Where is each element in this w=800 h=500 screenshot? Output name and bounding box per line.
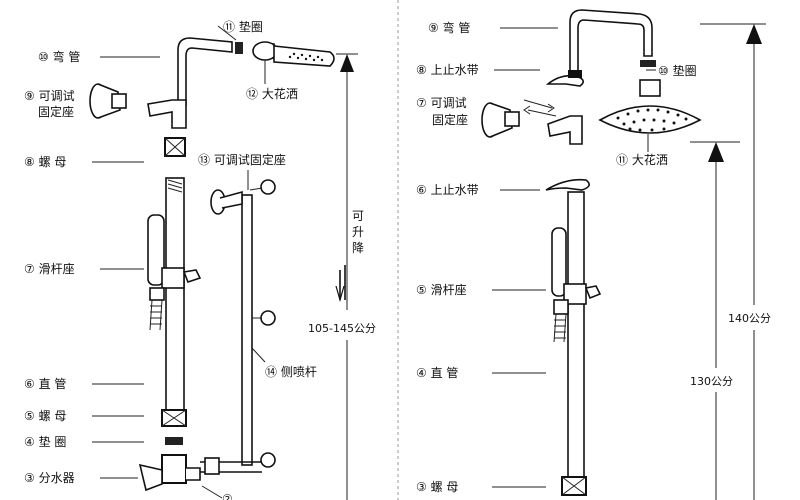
label-bent-pipe-9: ⑨ 弯 管 [428, 20, 470, 35]
label-nut-3: ③ 螺 母 [416, 480, 458, 494]
bent-pipe [177, 37, 233, 106]
left-height-dimension [335, 53, 358, 500]
label-side-spray-bar: ⑭ 侧喷杆 [265, 365, 317, 379]
label-adjustable-mount-13: ⑬ 可调试固定座 [198, 152, 286, 167]
label-adjustable-mount-7-line2: 固定座 [432, 112, 468, 127]
label-adjustable-mount-9: ⑨ 可调试 [24, 88, 75, 103]
liftable-char-1: 可 [352, 209, 364, 223]
dim-label-130: 130公分 [690, 375, 733, 388]
label-washer-11: ⑪ 垫圈 [223, 19, 263, 34]
label-straight-pipe: ⑥ 直 管 [24, 376, 66, 391]
label-adjustable-mount-7: ⑦ 可调试 [416, 95, 467, 110]
adjustable-mount-7 [481, 99, 583, 145]
big-shower-11 [598, 79, 702, 134]
label-big-shower: ⑫ 大花洒 [246, 86, 298, 101]
label-bent-pipe: ⑩ 弯 管 [38, 49, 80, 64]
right-assembly: ⑨ 弯 管 ⑩ 垫圈 ⑧ 上止水带 ⑦ 可调试 固定座 ⑪ 大花洒 ⑥ 上止水带… [416, 9, 771, 500]
upper-seal-strip-6 [545, 178, 590, 191]
dim-140 [700, 23, 766, 500]
label-adjustable-mount-9-line2: 固定座 [38, 104, 74, 119]
label-nut-5: ⑤ 螺 母 [24, 409, 66, 423]
diverter-3 [138, 454, 201, 492]
label-diverter: ③ 分水器 [24, 471, 75, 485]
right-leader-lines [492, 27, 656, 488]
washer-11 [235, 42, 243, 54]
slide-seat-7 [147, 214, 202, 331]
washer-10 [640, 60, 656, 67]
label-part-2: ② [222, 492, 233, 500]
liftable-char-3: 降 [352, 241, 364, 255]
side-spray-bar-14 [200, 179, 276, 475]
adjustable-mount-13 [210, 189, 243, 215]
slide-seat-5 [551, 227, 602, 343]
label-washer-4: ④ 垫 圈 [24, 434, 66, 449]
adjustable-mount-9 [89, 83, 127, 119]
label-straight-pipe-4: ④ 直 管 [416, 365, 458, 380]
upper-seal-strip-8 [545, 74, 584, 87]
label-slide-seat-5: ⑤ 滑杆座 [416, 282, 467, 297]
straight-pipe-6 [165, 177, 185, 411]
dim-label-140: 140公分 [728, 312, 771, 325]
left-height-range: 105-145公分 [308, 322, 376, 335]
label-slide-seat: ⑦ 滑杆座 [24, 261, 75, 276]
left-leader-lines [92, 25, 266, 499]
washer-4 [165, 437, 183, 445]
dim-130 [690, 141, 740, 500]
left-assembly: ⑩ 弯 管 ⑪ 垫圈 ⑫ 大花洒 ⑨ 可调试 固定座 ⑧ 螺 母 ⑬ 可调试固定… [24, 19, 376, 500]
straight-pipe-4 [567, 191, 585, 478]
bent-pipe-9 [569, 9, 653, 73]
label-washer-10: ⑩ 垫圈 [658, 63, 697, 78]
label-nut-8: ⑧ 螺 母 [24, 155, 66, 169]
label-seal-strip-6: ⑥ 上止水带 [416, 183, 479, 197]
label-big-shower-11: ⑪ 大花洒 [616, 152, 668, 167]
elbow-holder [147, 99, 187, 129]
label-seal-strip-8: ⑧ 上止水带 [416, 63, 479, 77]
liftable-char-2: 升 [352, 225, 364, 239]
hand-shower-12 [252, 41, 335, 67]
